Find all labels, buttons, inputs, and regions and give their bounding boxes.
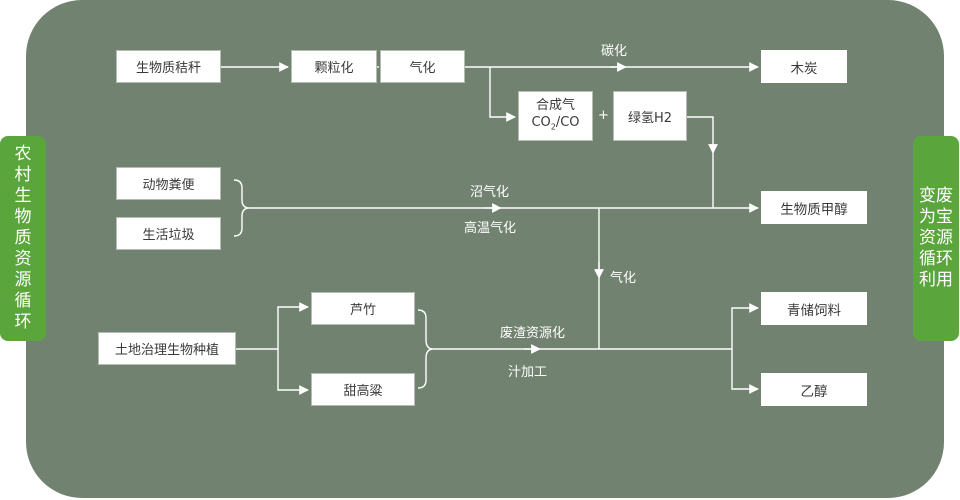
right-side-label: 变废为宝 资源循环利用 — [913, 136, 959, 341]
label-carbonize: 碳化 — [601, 44, 628, 59]
node-gasify: 气化 — [380, 50, 465, 83]
label-high-temp-gasify: 高温气化 — [464, 221, 517, 236]
label-juice-processing: 汁加工 — [508, 365, 548, 380]
node-pellet: 颗粒化 — [291, 50, 377, 83]
brace-crops — [417, 309, 433, 389]
node-sorghum: 甜高粱 — [311, 373, 415, 406]
node-charcoal: 木炭 — [761, 50, 847, 83]
node-methanol: 生物质甲醇 — [761, 191, 867, 224]
node-silage: 青储饲料 — [761, 292, 867, 325]
node-straw: 生物质秸秆 — [116, 50, 221, 83]
edge-to-ethanol — [731, 349, 759, 394]
node-syngas: 合成气 CO2/CO — [518, 91, 593, 141]
label-gasify-down: 气化 — [610, 271, 637, 286]
edge-gasify-syngas — [489, 67, 516, 122]
node-land: 土地治理生物种植 — [98, 332, 236, 365]
edge-to-silage — [731, 303, 759, 349]
edge-split-reed — [277, 302, 309, 349]
edge-h2-methanol — [687, 116, 718, 154]
plus-sign: + — [598, 108, 609, 123]
right-side-text: 变废为宝 资源循环利用 — [919, 186, 953, 290]
label-residue-reuse: 废渣资源化 — [500, 326, 566, 341]
node-green-h2: 绿氢H2 — [613, 91, 687, 141]
edge-split-sorghum — [277, 349, 309, 395]
left-side-label: 农村生物质资源循环 — [0, 136, 46, 341]
node-ethanol: 乙醇 — [761, 373, 867, 406]
label-biogas: 沼气化 — [470, 185, 510, 200]
brace-waste — [233, 179, 249, 237]
node-manure: 动物粪便 — [116, 167, 221, 200]
left-side-text: 农村生物质资源循环 — [14, 144, 32, 332]
node-reed: 芦竹 — [311, 292, 415, 325]
node-garbage: 生活垃圾 — [116, 217, 221, 250]
